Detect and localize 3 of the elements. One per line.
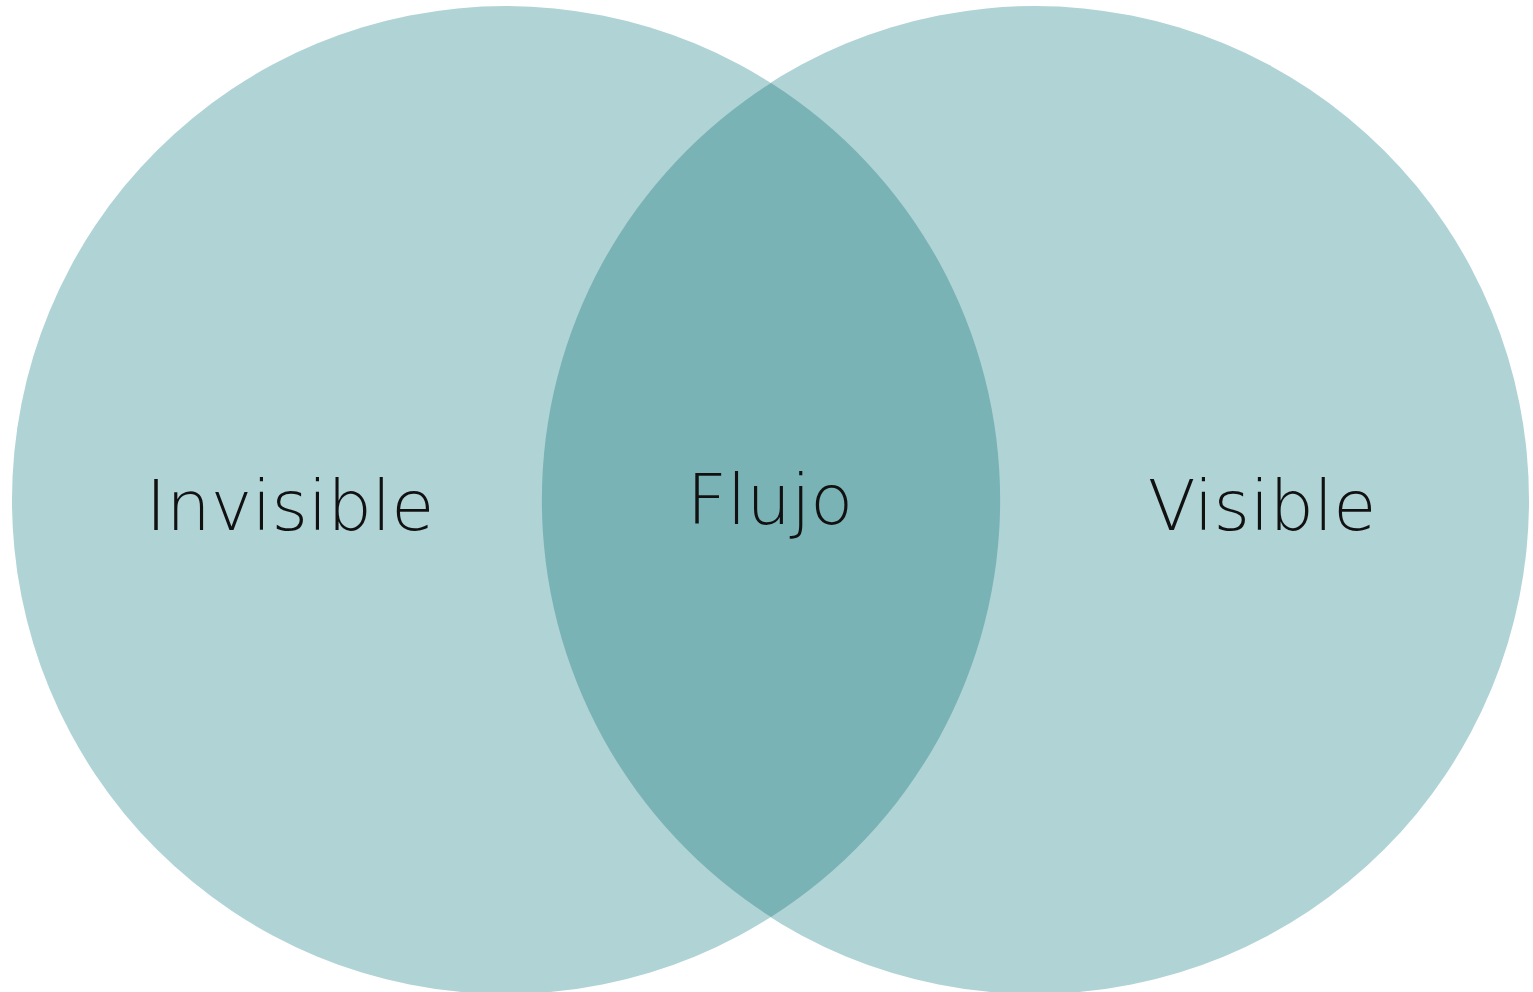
- region-label: Flujo: [686, 459, 854, 541]
- region-label: Invisible: [145, 465, 435, 547]
- region-label: Visible: [1147, 465, 1377, 547]
